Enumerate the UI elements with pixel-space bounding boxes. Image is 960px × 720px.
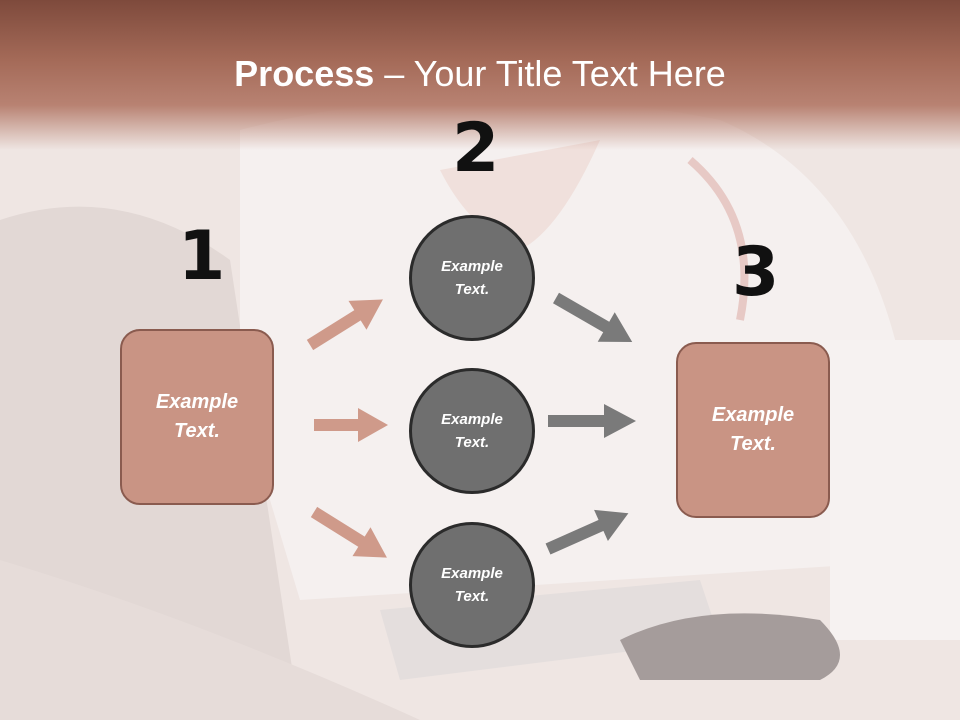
arrow-right-right xyxy=(548,404,636,438)
process-circle-middle: Example Text. xyxy=(409,368,535,494)
process-circle-bottom: Example Text. xyxy=(409,522,535,648)
circle-bottom-text: Example Text. xyxy=(441,565,503,605)
step-box-3: Example Text. xyxy=(676,342,830,518)
arrow-down-right-left xyxy=(310,506,387,558)
arrow-down-right-right xyxy=(553,292,633,342)
process-circle-top: Example Text. xyxy=(409,215,535,341)
step-number-1: 1 xyxy=(178,217,226,296)
step-box-3-text: Example Text. xyxy=(711,404,795,455)
title-bold: Process xyxy=(234,53,375,94)
circle-middle-text: Example Text. xyxy=(441,411,503,451)
circle-top-text: Example Text. xyxy=(441,258,503,298)
step-box-1: Example Text. xyxy=(120,329,274,505)
arrow-up-right-left xyxy=(306,299,383,351)
step-box-1-text: Example Text. xyxy=(155,391,239,442)
title-bar xyxy=(0,0,960,150)
step-number-3: 3 xyxy=(732,233,780,312)
arrow-up-right-right xyxy=(545,509,629,555)
arrow-right-left xyxy=(314,408,388,442)
step-number-2: 2 xyxy=(452,109,500,188)
slide-title: Process – Your Title Text Here xyxy=(0,52,960,96)
title-rest: – Your Title Text Here xyxy=(374,53,726,94)
